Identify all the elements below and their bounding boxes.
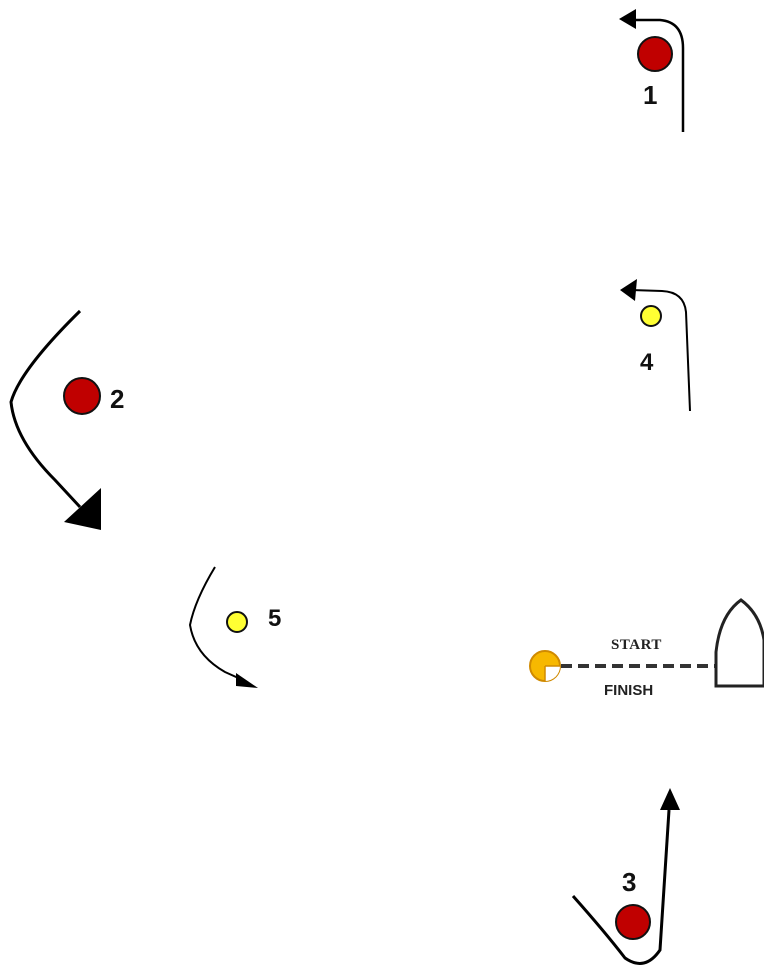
mark-5-arrowhead-icon (236, 673, 258, 688)
mark-2-rounding-path (9, 309, 82, 509)
mark-2-arrowhead-icon (64, 488, 101, 530)
mark-2-label: 2 (110, 384, 124, 414)
mark-4-group: 4 (620, 279, 691, 412)
mark-2-buoy (63, 377, 101, 415)
mark-4-rounding-path (631, 289, 691, 412)
start-label: START (611, 637, 662, 653)
mark-3-buoy (615, 904, 651, 940)
pin-end-buoy (529, 650, 561, 682)
mark-3-rounding-path (571, 809, 671, 965)
mark-3-group: 3 (571, 788, 680, 965)
mark-1-buoy (637, 36, 673, 72)
mark-2-group: 2 (9, 309, 124, 530)
mark-4-label: 4 (640, 349, 654, 376)
mark-5-group: 5 (188, 566, 281, 688)
mark-5-buoy (226, 611, 248, 633)
mark-1-rounding-path (632, 18, 685, 132)
mark-5-label: 5 (268, 605, 281, 632)
mark-5-rounding-path (188, 566, 246, 682)
mark-1-group: 1 (619, 9, 685, 132)
mark-4-buoy (640, 305, 662, 327)
mark-3-arrowhead-icon (660, 788, 680, 810)
mark-1-label: 1 (643, 80, 657, 110)
mark-1-arrowhead-icon (619, 9, 636, 29)
mark-4-arrowhead-icon (620, 279, 637, 301)
finish-label: FINISH (604, 682, 653, 699)
start-finish-line-group: START FINISH (529, 598, 764, 699)
committee-boat-icon (714, 598, 764, 688)
mark-3-label: 3 (622, 867, 636, 897)
